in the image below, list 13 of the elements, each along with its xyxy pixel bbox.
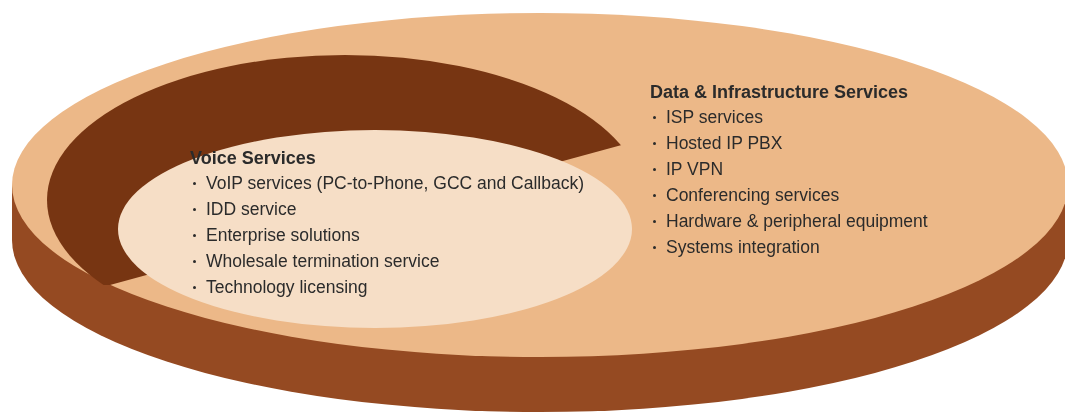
heading: Data & Infrastructure Services (650, 81, 909, 104)
list-item: Enterprise solutions (206, 224, 360, 247)
list-item: VoIP services (PC-to-Phone, GCC and Callback) (206, 172, 585, 195)
list-item: Conferencing services (666, 184, 840, 207)
list-item: IDD service (206, 198, 297, 221)
list-item: Hardware & peripheral equipment (666, 210, 928, 233)
list-item: Hosted IP PBX (666, 132, 783, 155)
heading: Voice Services (190, 147, 316, 170)
list-item: ISP services (666, 106, 763, 129)
list-item: IP VPN (666, 158, 724, 181)
list-item: Wholesale termination service (206, 250, 440, 273)
list-item: Systems integration (666, 236, 820, 259)
list-item: Technology licensing (206, 276, 368, 299)
